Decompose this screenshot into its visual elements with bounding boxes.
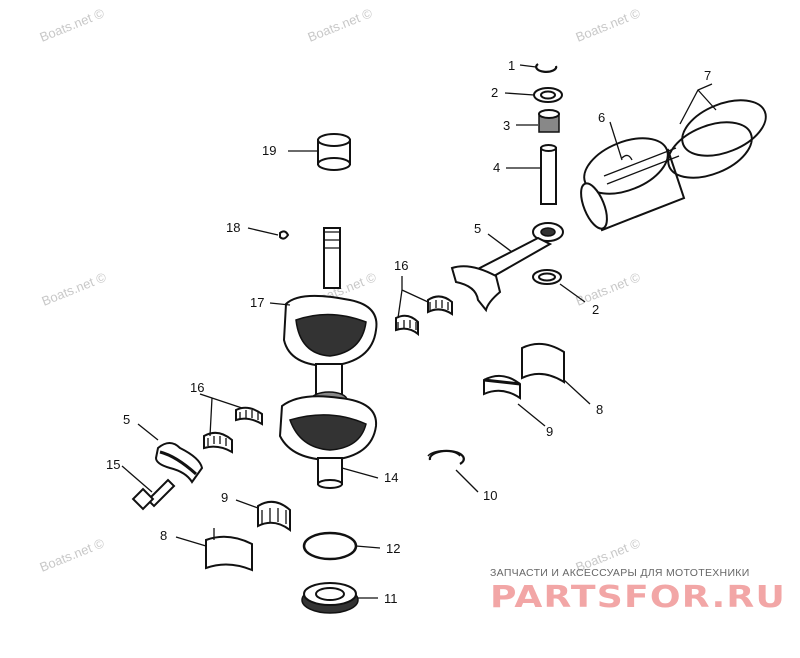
callout-16: 16	[394, 258, 408, 273]
callout-5: 5	[474, 221, 481, 236]
callout-7: 7	[704, 68, 711, 83]
callout-9: 9	[546, 424, 553, 439]
callout-6: 6	[598, 110, 605, 125]
callout-8: 8	[160, 528, 167, 543]
brand-logo: PARTSFOR.RU	[490, 580, 786, 615]
callout-5: 5	[123, 412, 130, 427]
part-crankshaft	[278, 227, 378, 489]
callout-16: 16	[190, 380, 204, 395]
part-cap-screw	[131, 478, 176, 511]
part-bearing-half-right	[521, 342, 565, 384]
part-piston	[580, 137, 686, 232]
callout-1: 1	[508, 58, 515, 73]
leader-lines	[121, 64, 717, 599]
part-bushing	[317, 133, 351, 171]
callout-19: 19	[262, 143, 276, 158]
callout-labels: 1 2 3 4 5 6 7 2 19 18 16 17 8 9 16 5 15 …	[106, 58, 711, 606]
callout-3: 3	[503, 118, 510, 133]
watermark: Boats.net ©	[306, 5, 375, 45]
callout-17: 17	[250, 295, 264, 310]
callout-8: 8	[596, 402, 603, 417]
callout-15: 15	[106, 457, 120, 472]
watermark: Boats.net ©	[574, 5, 643, 45]
part-roller-bearing-upper	[395, 295, 453, 337]
callout-9: 9	[221, 490, 228, 505]
watermark: Boats.net ©	[38, 535, 107, 575]
callout-18: 18	[226, 220, 240, 235]
part-thrust-washer-lower	[532, 269, 562, 285]
part-woodruff-key	[279, 230, 290, 240]
part-roller-bearing-left	[203, 406, 263, 454]
part-piston-pin	[540, 144, 557, 205]
part-oil-seal	[301, 582, 359, 614]
watermark: Boats.net ©	[38, 5, 107, 45]
callout-2: 2	[592, 302, 599, 317]
callout-14: 14	[384, 470, 398, 485]
callout-12: 12	[386, 541, 400, 556]
part-bearing-half-lower	[205, 528, 253, 572]
brand-block: ЗАПЧАСТИ И АКСЕССУАРЫ ДЛЯ МОТОТЕХНИКИ PA…	[490, 567, 786, 615]
part-piston-rings	[667, 99, 767, 179]
part-thrust-washer-top	[533, 87, 563, 103]
part-bearing-liner-right	[483, 374, 521, 400]
part-o-ring	[302, 531, 358, 561]
part-needle-bearing	[538, 109, 560, 133]
callout-4: 4	[493, 160, 500, 175]
part-retaining-clip	[535, 63, 558, 73]
callout-2: 2	[491, 85, 498, 100]
callout-11: 11	[384, 591, 398, 606]
watermark: Boats.net ©	[574, 269, 643, 309]
callout-10: 10	[483, 488, 497, 503]
watermark: Boats.net ©	[40, 269, 109, 309]
part-connecting-rod	[450, 222, 564, 313]
part-bearing-liner-lower	[257, 500, 291, 532]
brand-caption: ЗАПЧАСТИ И АКСЕССУАРЫ ДЛЯ МОТОТЕХНИКИ	[490, 567, 750, 579]
part-rod-cap	[154, 442, 204, 484]
part-retaining-ring	[427, 449, 465, 465]
